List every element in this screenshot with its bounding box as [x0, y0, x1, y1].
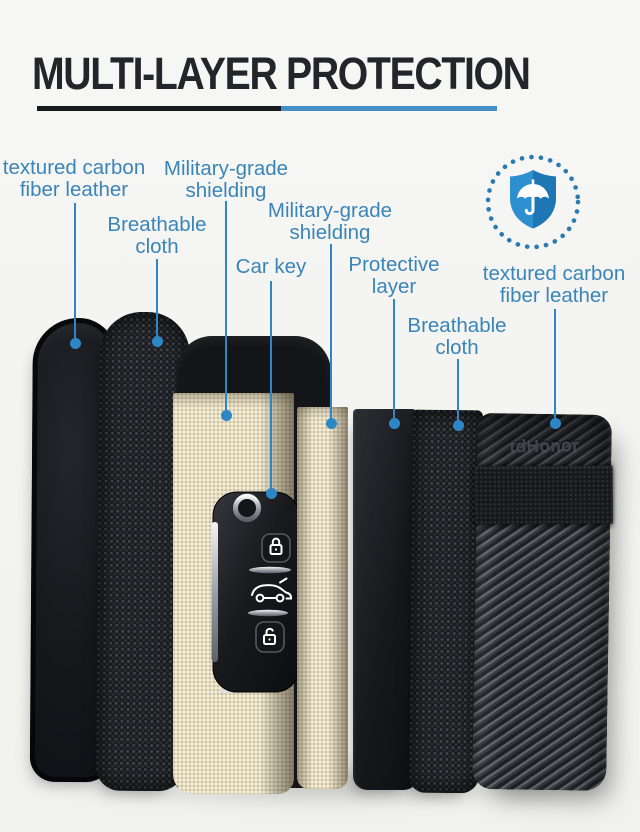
shield-right-half — [533, 170, 556, 229]
key-ring-hole — [233, 494, 261, 522]
leader-line-shielding-left — [220, 201, 232, 421]
car-button — [251, 577, 292, 603]
leader-line-cloth-back — [151, 259, 163, 347]
layer-military-grade-shielding-right — [297, 407, 348, 789]
layer-protective — [353, 409, 418, 790]
layer-carbon-fiber-leather-front: tdHonor — [472, 412, 613, 792]
key-buttons — [248, 533, 292, 653]
leader-line-shielding-right — [325, 244, 337, 429]
label-shielding-right: Military-grade shielding — [267, 199, 393, 244]
leader-line-leather-back — [69, 203, 81, 349]
elastic-band — [474, 465, 613, 525]
leader-line-car-key — [265, 281, 277, 499]
underline-black-segment — [37, 106, 281, 111]
brand-logo: tdHonor — [509, 435, 580, 456]
unlock-button — [255, 621, 285, 653]
label-cloth-back: Breathable cloth — [107, 213, 207, 258]
label-leather-back: textured carbon fiber leather — [2, 156, 146, 201]
layer-breathable-cloth-front — [408, 409, 483, 794]
umbrella-glyph — [517, 179, 549, 215]
label-car-key: Car key — [235, 255, 307, 278]
underline-blue-segment — [281, 106, 497, 111]
lock-button — [261, 533, 291, 563]
leader-line-leather-front — [549, 309, 561, 429]
label-leather-front: textured carbon fiber leather — [482, 262, 626, 307]
badge-dotted-ring — [485, 154, 581, 250]
shield-umbrella-icon — [485, 154, 581, 250]
page-title: MULTI-LAYER PROTECTION — [32, 48, 531, 99]
leader-line-protective — [388, 299, 400, 429]
title-underline — [37, 106, 497, 111]
label-shielding-left: Military-grade shielding — [163, 157, 289, 202]
label-protective: Protective layer — [348, 253, 440, 298]
leader-line-cloth-front — [452, 359, 464, 431]
label-cloth-front: Breathable cloth — [407, 314, 507, 359]
car-key — [211, 491, 300, 693]
